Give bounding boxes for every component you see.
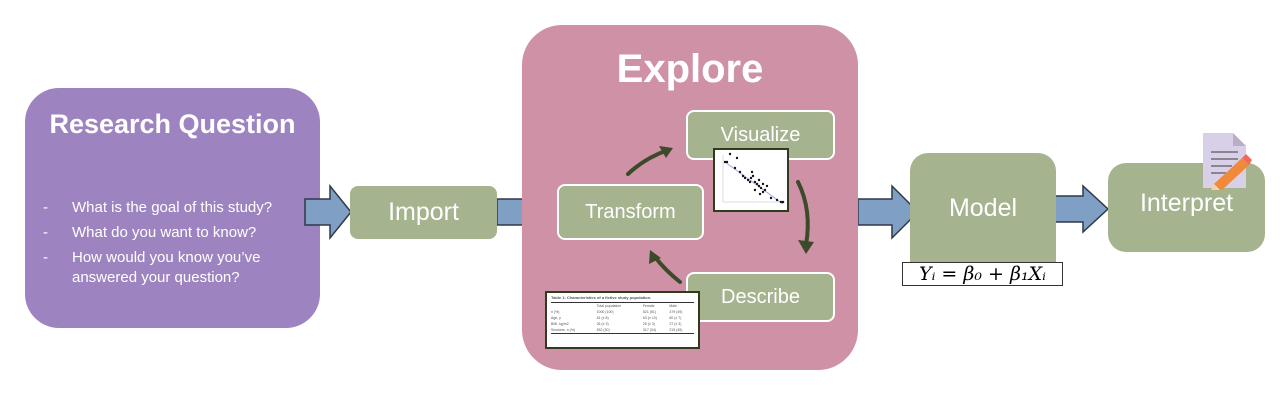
scatter-point xyxy=(750,170,754,174)
scatter-point xyxy=(725,160,729,164)
table-cell: 63 (± 10) xyxy=(642,316,657,320)
scatter-point xyxy=(779,200,783,204)
document-pencil-icon xyxy=(1203,133,1252,190)
table-cell: Smokers, n (%) xyxy=(551,328,576,332)
model-box: Model xyxy=(910,153,1056,263)
scatter-point xyxy=(751,174,755,178)
curved-arrow-transform-to-visualize xyxy=(626,148,670,176)
table-cell: 60 (± 7) xyxy=(669,316,682,320)
table-cell: 317 (34) xyxy=(642,328,656,332)
scatter-point xyxy=(733,166,737,170)
summary-table: Total population Female Male n (%) 1000 (10… xyxy=(551,303,694,334)
scatter-point xyxy=(735,156,739,160)
interpret-label: Interpret xyxy=(1139,189,1234,217)
scatter-point xyxy=(761,182,765,186)
scatter-point xyxy=(741,174,745,178)
table-cell: 27 (± 3) xyxy=(669,322,682,326)
import-label: Import xyxy=(388,198,459,226)
table-caption: Table 1: Characteristics of a fictive st… xyxy=(551,295,694,303)
table-row: Smokers, n (%) 532 (30) 317 (34) 215 (45) xyxy=(551,327,694,334)
scatter-point xyxy=(781,200,785,204)
arrow-explore-to-model xyxy=(857,184,920,240)
scatter-point xyxy=(746,178,750,182)
table-cell: BMI, kg/m2 xyxy=(551,322,569,326)
table-row: Age, y 61 (± 8) 63 (± 10) 60 (± 7) xyxy=(551,315,694,321)
table-cell: 1000 (100) xyxy=(596,310,614,314)
visualize-box: Visualize xyxy=(686,110,835,160)
describe-label: Describe xyxy=(721,285,800,308)
describe-box: Describe xyxy=(686,272,835,322)
visualize-label: Visualize xyxy=(720,123,801,146)
scatter-plot-thumbnail xyxy=(713,148,789,212)
scatter-point xyxy=(749,176,753,180)
research-question-title: Research Question xyxy=(49,109,296,139)
scatter-point xyxy=(753,188,757,192)
scatter-point xyxy=(763,188,767,192)
table-thumbnail: Table 1: Characteristics of a fictive st… xyxy=(545,291,700,349)
table-cell: Age, y xyxy=(551,316,561,320)
research-question-list: What is the goal of this study? What do … xyxy=(43,198,313,293)
table-cell: 521 (51) xyxy=(642,310,656,314)
scatter-point xyxy=(723,160,727,164)
table-cell: 479 (49) xyxy=(669,310,683,314)
table-cell: n (%) xyxy=(551,310,560,314)
table-cell: 26 (± 3) xyxy=(596,322,609,326)
scatter-point xyxy=(757,178,761,182)
scatter-point xyxy=(761,190,765,194)
scatter-point xyxy=(759,186,763,190)
arrow-model-to-interpret xyxy=(1052,184,1110,234)
scatter-point xyxy=(728,152,732,156)
table-cell: 25 (± 3) xyxy=(642,322,655,326)
scatter-point xyxy=(758,192,762,196)
transform-label: Transform xyxy=(585,200,676,223)
scatter-point xyxy=(753,180,757,184)
arrow-rq-to-import xyxy=(304,183,352,241)
curved-arrow-describe-to-transform xyxy=(653,255,682,284)
scatter-point xyxy=(755,182,759,186)
scatter-point xyxy=(775,198,779,202)
scatter-point xyxy=(748,180,752,184)
scatter-point xyxy=(757,184,761,188)
scatter-point xyxy=(738,170,742,174)
scatter-plot xyxy=(722,152,785,205)
table-cell: 61 (± 8) xyxy=(596,316,609,320)
scatter-point xyxy=(743,176,747,180)
table-header: Female xyxy=(642,304,655,308)
scatter-point xyxy=(769,196,773,200)
table-row: n (%) 1000 (100) 521 (51) 479 (49) xyxy=(551,309,694,315)
research-question-box: Research Question What is the goal of th… xyxy=(25,88,320,328)
table-header: Total population xyxy=(596,304,622,308)
import-box: Import xyxy=(350,186,497,239)
model-label: Model xyxy=(948,193,1018,222)
curved-arrow-visualize-to-describe xyxy=(796,180,810,247)
transform-box: Transform xyxy=(557,184,704,240)
scatter-point xyxy=(765,184,769,188)
table-header: Male xyxy=(669,304,677,308)
table-cell: 532 (30) xyxy=(596,328,610,332)
regression-formula: Yᵢ = β₀ + β₁Xᵢ xyxy=(902,262,1063,286)
table-cell: 215 (45) xyxy=(669,328,683,332)
list-item: How would you know you’ve answered your … xyxy=(43,248,313,288)
list-item: What is the goal of this study? xyxy=(43,198,313,218)
table-row: BMI, kg/m2 26 (± 3) 25 (± 3) 27 (± 3) xyxy=(551,321,694,327)
explore-title: Explore xyxy=(616,47,764,91)
list-item: What do you want to know? xyxy=(43,223,313,243)
